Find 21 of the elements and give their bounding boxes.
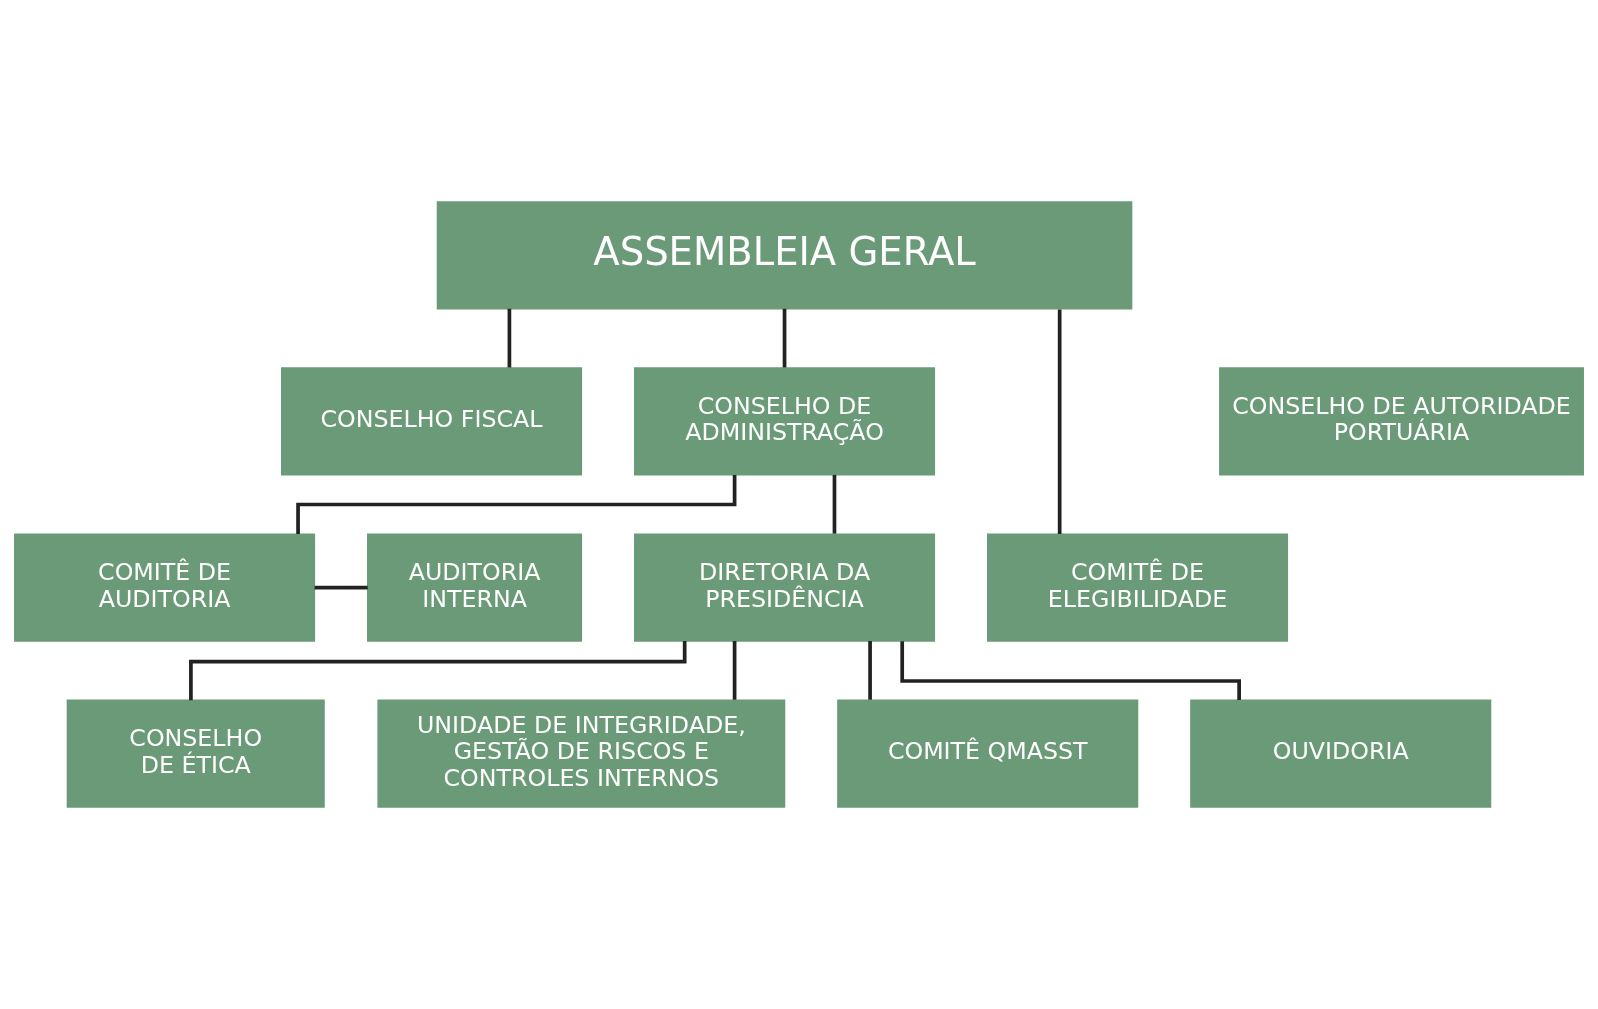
node-box: COMITÊ QMASST bbox=[837, 699, 1139, 808]
node-box: COMITÊ DE AUDITORIA bbox=[14, 533, 316, 642]
node-box: CONSELHO DE ADMINISTRAÇÃO bbox=[634, 367, 936, 476]
node-box: CONSELHO FISCAL bbox=[281, 367, 583, 476]
connector bbox=[782, 308, 787, 368]
connector bbox=[314, 585, 368, 590]
node-box: DIRETORIA DA PRESIDÊNCIA bbox=[634, 533, 936, 642]
node-box: OUVIDORIA bbox=[1190, 699, 1492, 808]
node-box: COMITÊ DE ELEGIBILIDADE bbox=[987, 533, 1289, 642]
node-box: UNIDADE DE INTEGRIDADE, GESTÃO DE RISCOS E CONTROLES INTERNOS bbox=[377, 699, 786, 808]
node-box: CONSELHO DE AUTORIDADE PORTUÁRIA bbox=[1219, 367, 1584, 476]
node-box: AUDITORIA INTERNA bbox=[367, 533, 583, 642]
node-box: ASSEMBLEIA GERAL bbox=[436, 201, 1133, 310]
connector bbox=[1057, 309, 1062, 534]
connector bbox=[900, 641, 1241, 701]
connector bbox=[832, 474, 837, 534]
connector bbox=[189, 641, 687, 701]
node-box: CONSELHO DE ÉTICA bbox=[66, 699, 325, 808]
connector bbox=[507, 308, 512, 368]
connector bbox=[732, 641, 737, 700]
connector bbox=[868, 641, 872, 700]
